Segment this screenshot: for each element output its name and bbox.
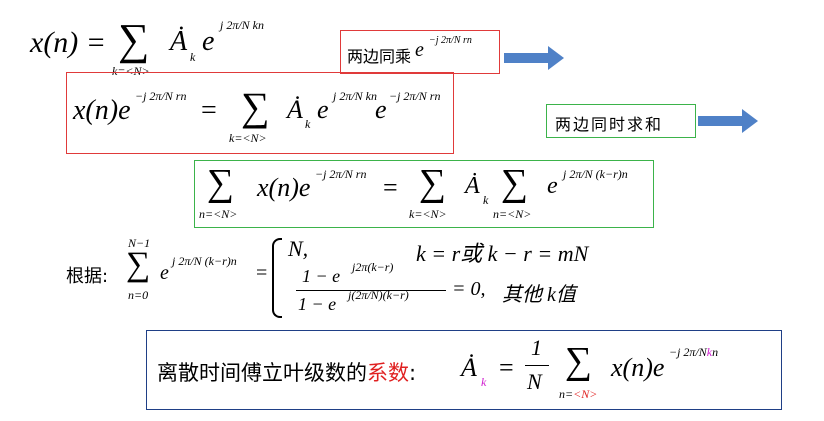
case2-value: = 0, (452, 278, 486, 300)
step2-e2-exp: −j 2π/N rn (389, 89, 441, 103)
step3-e: e (547, 173, 558, 199)
step3-lhs: x(n)e (257, 173, 311, 202)
result-colon: : (409, 361, 417, 385)
result-frac-num: 1 (531, 335, 542, 360)
step1-exp-base: e (202, 26, 215, 57)
case2-denominator: 1 − e (298, 294, 337, 314)
result-sum-sub: n=<N> (559, 387, 597, 402)
step2-eq: = (201, 95, 217, 126)
equation-step3-box: ∑ n=<N> x(n)e −j 2π/N rn = ∑ k=<N> Ȧ k ∑… (194, 160, 654, 228)
basis-equation: 根据: ∑ N−1 n=0 e j 2π/N (k−r)n = N, k = r… (66, 236, 626, 320)
basis-sum-sub: n=0 (128, 288, 149, 302)
case1-condition: k = r或 k − r = mN (416, 241, 589, 266)
result-sum-sub-black: n= (559, 387, 574, 401)
multiply-note-text: 两边同乘 (347, 47, 412, 66)
step2-lhs-exp: −j 2π/N rn (135, 89, 187, 103)
result-rhs-exp-a: −j 2π/N (669, 345, 707, 359)
result-term-sub: k (481, 375, 487, 389)
step2-lhs: x(n)e (73, 95, 131, 126)
multiply-note-box: 两边同乘 e −j 2π/N rn (340, 30, 500, 74)
step3-sum2-sign: ∑ (419, 162, 447, 204)
basis-e-exp: j 2π/N (k−r)n (172, 254, 237, 268)
basis-sum-sign: ∑ (126, 246, 151, 283)
step1-exp: j 2π/N kn (220, 18, 265, 32)
result-rhs-exp: −j 2π/Nkn (669, 345, 718, 360)
result-sum-sub-red: <N> (573, 387, 598, 401)
step3-lhs-exp: −j 2π/N rn (315, 167, 367, 181)
case2-numerator-exp: j2π(k−r) (352, 260, 394, 274)
step2-e1-exp: j 2π/N kn (333, 89, 378, 103)
step3-sum1-sub: n=<N> (199, 207, 238, 221)
arrow-right-icon (698, 109, 758, 133)
step1-term: Ȧ (170, 26, 188, 57)
case2-condition: 其他 k值 (502, 284, 576, 306)
step3-term: Ȧ (465, 173, 480, 199)
step1-lhs: x(n) = (30, 26, 107, 59)
result-rhs: x(n)e (611, 353, 665, 382)
multiply-note-exp-base: e (415, 39, 424, 61)
basis-e: e (160, 262, 169, 284)
step3-sum1-sign: ∑ (207, 162, 235, 204)
step2-sum-sub: k=<N> (229, 131, 267, 145)
equation-step1: x(n) = ∑ k=<N> Ȧ k e j 2π/N kn (30, 10, 330, 80)
result-frac-den: N (527, 369, 542, 394)
result-rhs-exp-k: k (706, 345, 713, 359)
step2-e2: e (375, 95, 387, 124)
multiply-note-exp: −j 2π/N rn (429, 35, 472, 46)
step2-e1: e (317, 95, 329, 124)
equation-step2-box: x(n)e −j 2π/N rn = ∑ k=<N> Ȧ k e j 2π/N … (66, 72, 454, 154)
step1-sum-sign: ∑ (118, 15, 150, 64)
step2-sum-sign: ∑ (241, 84, 270, 129)
step3-sum3-sub: n=<N> (493, 207, 532, 221)
case1-value: N, (288, 236, 309, 261)
step1-term-sub: k (190, 50, 196, 64)
result-frac-bar (525, 365, 549, 366)
result-box: 离散时间傅立叶级数的系数: Ȧ k = 1 N ∑ n=<N> x(n)e −j… (146, 330, 782, 410)
result-eq: = (499, 353, 514, 382)
cases-brace (272, 238, 282, 318)
result-term: Ȧ (461, 353, 477, 382)
step3-sum2-sub: k=<N> (409, 207, 447, 221)
step3-term-sub: k (483, 193, 489, 207)
basis-sum-sup: N−1 (128, 236, 151, 250)
basis-label: 根据: (66, 266, 109, 287)
result-sum-sign: ∑ (565, 340, 593, 382)
step3-e-exp: j 2π/N (k−r)n (563, 167, 628, 181)
result-label: 离散时间傅立叶级数的系数: (157, 357, 416, 387)
result-rhs-exp-b: n (712, 345, 719, 359)
step2-term: Ȧ (287, 95, 303, 124)
sum-note-text: 两边同时求和 (555, 115, 664, 134)
result-label-black: 离散时间傅立叶级数的 (157, 361, 367, 385)
step2-term-sub: k (305, 117, 311, 131)
arrow-right-icon (504, 46, 564, 70)
result-label-red: 系数 (367, 361, 409, 385)
step3-sum3-sign: ∑ (501, 162, 529, 204)
step1-sum-sub: k=<N> (112, 64, 150, 78)
sum-note-box: 两边同时求和 (546, 104, 696, 138)
step3-eq: = (383, 173, 398, 202)
case2-numerator: 1 − e (302, 266, 341, 286)
basis-eq: = (256, 262, 268, 284)
case2-denominator-exp: j(2π/N)(k−r) (348, 288, 409, 302)
case2-fraction-bar (296, 290, 446, 291)
